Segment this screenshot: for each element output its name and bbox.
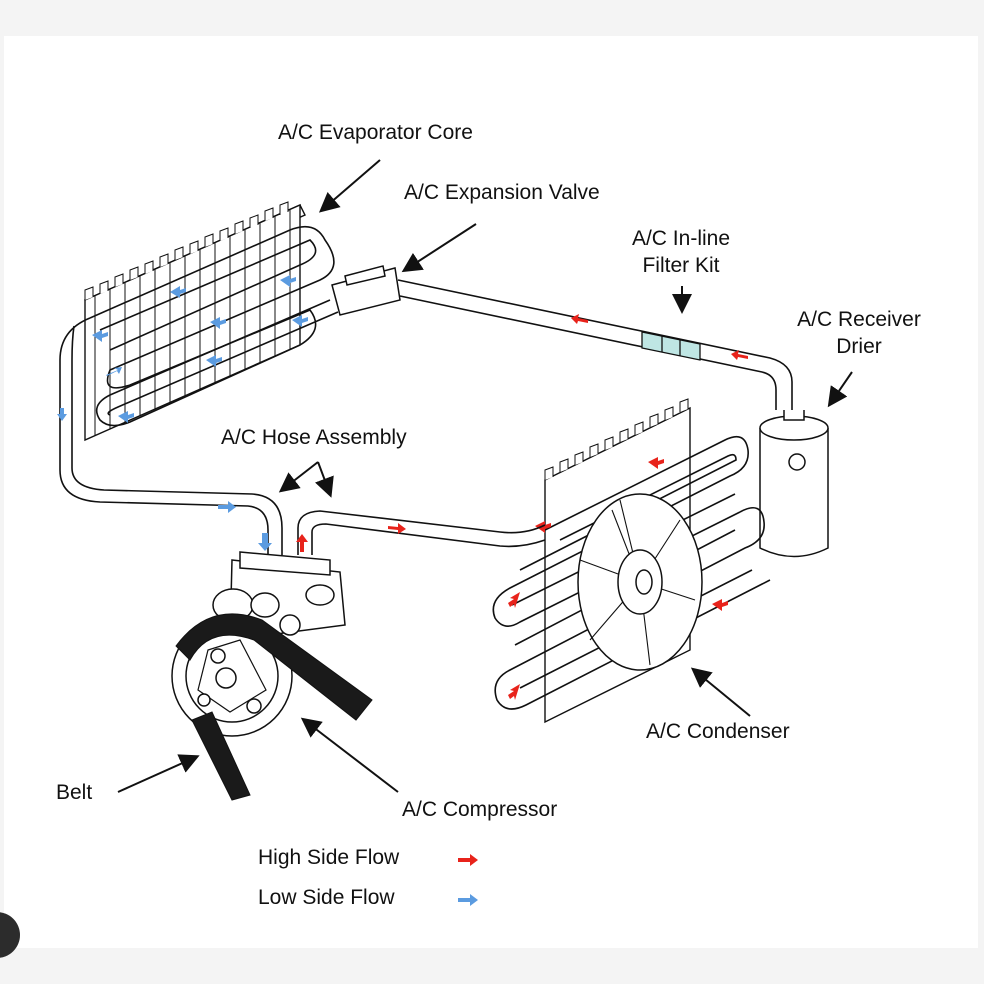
- legend-arrows: [458, 854, 478, 906]
- legend-low-label: Low Side Flow: [258, 886, 395, 909]
- arrow-right-icon: [458, 854, 478, 866]
- label-inline-filter: A/C In-line Filter Kit: [606, 225, 756, 279]
- hose-assembly: [59, 450, 546, 555]
- compressor-icon: [171, 551, 346, 737]
- legend-low-side: Low Side Flow: [258, 886, 395, 910]
- label-belt: Belt: [56, 781, 93, 804]
- label-evaporator: A/C Evaporator Core: [278, 121, 473, 144]
- label-compressor: A/C Compressor: [402, 798, 558, 821]
- label-receiver-line2: Drier: [836, 335, 882, 358]
- high-flow-arrows-top: [571, 314, 748, 360]
- hose-flow-arrows: [218, 501, 406, 552]
- label-receiver-line1: A/C Receiver: [797, 308, 921, 331]
- label-condenser: A/C Condenser: [646, 720, 790, 743]
- belt-icon: [175, 613, 373, 801]
- label-inline-filter-line2: Filter Kit: [642, 254, 720, 277]
- label-inline-filter-line1: A/C In-line: [631, 227, 731, 250]
- inline-filter: [641, 331, 701, 361]
- label-expansion-valve: A/C Expansion Valve: [404, 181, 600, 204]
- expansion-valve: [331, 265, 401, 316]
- evaporator-low-flow-arrows: [57, 275, 308, 423]
- label-pointers: [117, 159, 853, 793]
- label-receiver-drier: A/C Receiver Drier: [774, 306, 944, 360]
- label-hose-assembly: A/C Hose Assembly: [221, 426, 407, 449]
- fan-icon: [577, 493, 703, 671]
- legend-high-side: High Side Flow: [258, 846, 399, 870]
- legend-high-label: High Side Flow: [258, 846, 400, 869]
- arrow-right-icon: [458, 894, 478, 906]
- evaporator-tube: [59, 225, 339, 450]
- liquid-line: [397, 279, 793, 410]
- avatar[interactable]: [0, 912, 20, 958]
- evaporator-core: [57, 201, 339, 450]
- receiver-drier: [759, 410, 829, 558]
